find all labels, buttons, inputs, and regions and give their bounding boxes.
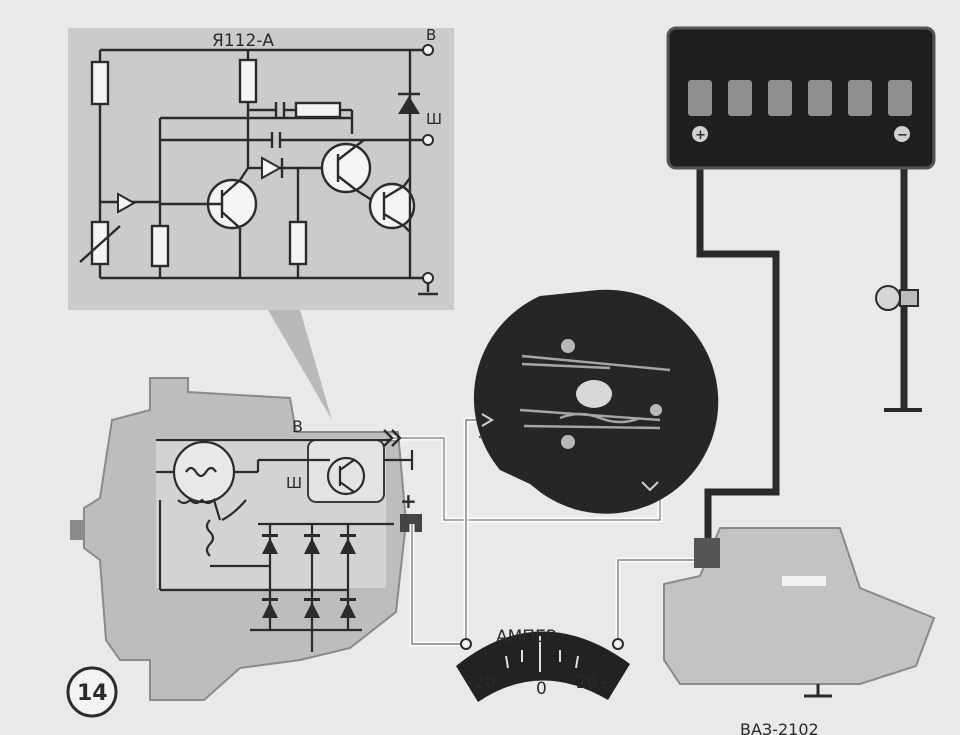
rectifier-diodes [262, 534, 356, 618]
alternator-label-sh: Ш [286, 474, 302, 492]
terminal-b-node [422, 44, 434, 56]
starter-motor [663, 527, 936, 698]
terminal-sh-node [422, 134, 434, 146]
regulator-schematic: Я112-А В Ш [68, 26, 454, 420]
switch-cam [576, 380, 612, 408]
battery-minus-terminal [894, 126, 910, 142]
ammeter-scale-left: -20 [468, 673, 496, 693]
alternator-label-b: В [292, 417, 303, 436]
alternator-wiring [156, 438, 414, 652]
schematic-label-b: В [426, 26, 436, 44]
battery-label-minus: − [897, 128, 908, 143]
connecting-wires [383, 140, 922, 647]
ammeter-title: АМПЕР [496, 627, 556, 647]
battery-label-plus: + [695, 128, 706, 143]
plus-terminal-bolt [400, 514, 422, 532]
battery-cell-caps [688, 80, 912, 116]
figure-number: 14 [77, 681, 108, 706]
battery: + − [666, 26, 936, 170]
ignition-switch: А З [473, 289, 719, 514]
ammeter: АМПЕР -20 0 20+ [456, 627, 630, 702]
schematic-wiring [79, 48, 438, 296]
schematic-callout-wedge [268, 310, 332, 420]
diode-icon [398, 96, 420, 114]
zener-diode-icon [117, 192, 137, 214]
ground-node [422, 272, 434, 284]
alternator-shaft [70, 520, 84, 540]
alternator: В Ш + [70, 377, 422, 701]
battery-plus-terminal [692, 126, 708, 142]
starter-terminal [694, 538, 720, 568]
alternator-label-plus: + [400, 489, 417, 513]
figure-number-badge: 14 [66, 666, 118, 718]
caption-fragment: ВАЗ-2102 [740, 720, 819, 735]
switch-label-a: А [474, 386, 484, 402]
regulator-title: Я112-А [212, 31, 274, 51]
battery-body [666, 26, 936, 170]
schematic-label-sh: Ш [426, 110, 442, 128]
ammeter-scale-right: 20+ [576, 673, 612, 693]
ground-clamp-icon [875, 285, 919, 311]
switch-label-z: З [478, 426, 487, 442]
ammeter-scale-zero: 0 [536, 679, 547, 699]
ammeter-face [456, 631, 630, 702]
diode-icon [261, 156, 283, 180]
